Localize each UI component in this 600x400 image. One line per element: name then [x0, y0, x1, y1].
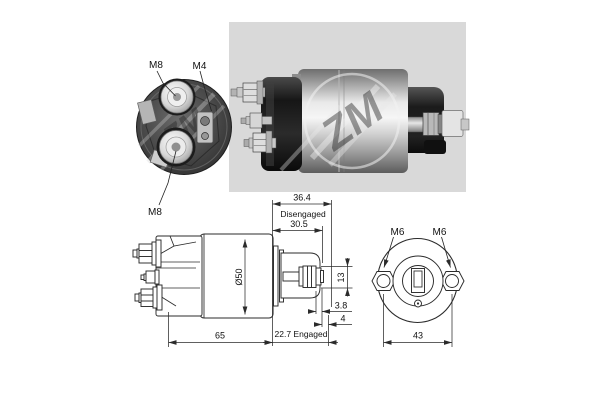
m4-terminal-photo	[196, 111, 214, 144]
dim-gap-3-8: 3.8	[308, 288, 352, 327]
end-view-screw-dot	[416, 302, 420, 305]
leader-m4	[199, 70, 212, 112]
leader-m8-bottom	[158, 150, 177, 206]
ground-bracket-photo	[137, 99, 157, 125]
dim-mount-width-43: 43	[383, 294, 453, 347]
dim-length-label: 65	[215, 331, 225, 341]
dim-stroke-label: 30.5	[290, 219, 308, 229]
cap-detail-lines	[156, 234, 205, 318]
label-engaged: 22.7 Engaged	[275, 329, 328, 339]
drawing-terminal-bottom	[134, 284, 163, 311]
dim-mount-width-label: 43	[413, 331, 423, 341]
dim-stroke-30-5: 30.5	[272, 219, 323, 263]
end-view-drawing: M6 M6 43	[371, 227, 465, 347]
leader-m6-right	[441, 236, 451, 268]
label-m6-right: M6	[433, 227, 447, 238]
dim-engaged: 22.7 Engaged	[263, 329, 338, 345]
label-m6-left: M6	[391, 227, 405, 238]
back-view-photo: ZM M8 M4 M8	[136, 60, 232, 218]
drawing-terminal-mid	[140, 269, 160, 285]
drawing-terminal-top	[132, 239, 162, 268]
leader-m8-top	[156, 70, 176, 97]
m8-terminal-bottom-photo	[156, 127, 196, 167]
dim-pin-label: 13	[336, 272, 346, 282]
rear-housing-foot	[424, 140, 446, 154]
dim-diameter-50: Ø50	[234, 239, 248, 315]
dim-gap-b-label: 4	[340, 314, 345, 324]
label-m8-bottom: M8	[148, 207, 162, 218]
leader-m6-left	[383, 236, 394, 268]
solenoid-body-photo	[298, 69, 408, 173]
side-photo: ZM	[229, 22, 470, 192]
drawing-cap	[155, 235, 203, 317]
dim-travel-disengaged: 36.4 Disengaged	[272, 193, 332, 307]
side-view-drawing: Ø50 65	[132, 233, 274, 347]
terminal-studs-photo	[230, 80, 277, 154]
dim-travel-label: 36.4	[293, 193, 311, 203]
end-view-slot	[411, 268, 425, 293]
dim-length-65: 65	[168, 312, 273, 347]
dim-diameter-label: Ø50	[234, 268, 244, 285]
plunger-shaft-drawing	[282, 265, 324, 288]
plunger-drawing: 36.4 Disengaged 30.5 13 3.8	[263, 193, 353, 346]
mount-hole-right	[445, 274, 459, 288]
plunger-shaft-photo	[402, 110, 470, 137]
mount-hole-left	[376, 274, 391, 288]
end-view-slot-inner	[413, 270, 423, 288]
label-m8-top: M8	[149, 60, 163, 71]
label-disengaged: Disengaged	[280, 209, 326, 219]
label-m4: M4	[193, 61, 207, 72]
dim-pin-height-13: 13	[321, 258, 353, 297]
dim-gap-a-label: 3.8	[335, 301, 348, 311]
